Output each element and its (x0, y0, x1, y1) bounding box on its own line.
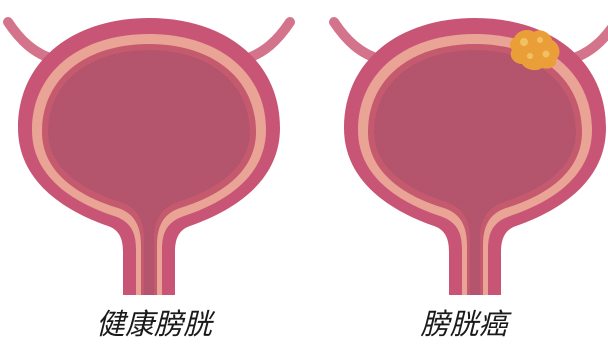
bladder-lumen (48, 50, 250, 295)
healthy-bladder (8, 18, 290, 295)
caption-healthy-bladder: 健康膀胱 (74, 306, 234, 342)
caption-bladder-cancer: 膀胱癌 (394, 306, 534, 342)
bladder-lumen (374, 50, 576, 295)
cancer-bladder (334, 18, 608, 295)
